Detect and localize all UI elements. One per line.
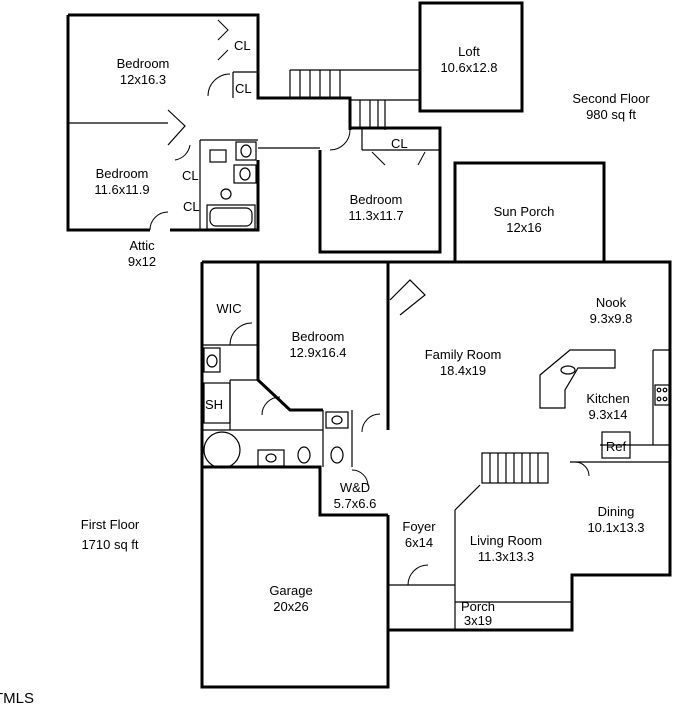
watermark-text: TMLS <box>0 690 34 706</box>
attic-size: 9x12 <box>128 254 156 269</box>
family-room-name: Family Room <box>425 347 502 362</box>
foyer-name: Foyer <box>402 519 436 534</box>
living-room-name: Living Room <box>470 533 542 548</box>
laundry-size: 5.7x6.6 <box>334 496 377 511</box>
first-floor-labels: WIC Bedroom 12.9x16.4 Family Room 18.4x1… <box>81 295 645 628</box>
first-floor-title: First Floor <box>81 517 140 532</box>
ref-label: Ref <box>606 439 627 454</box>
foyer-size: 6x14 <box>405 535 433 550</box>
kitchen-size: 9.3x14 <box>588 407 627 422</box>
sun-porch-name: Sun Porch <box>494 204 555 219</box>
first-floor-stairs <box>481 452 549 484</box>
laundry-name: W&D <box>340 480 370 495</box>
bedroom-b-name: Bedroom <box>96 166 149 181</box>
bedroom-a-size: 12x16.3 <box>120 72 166 87</box>
family-room-size: 18.4x19 <box>440 363 486 378</box>
closet-label: CL <box>235 81 252 96</box>
second-floor-doors <box>149 19 426 231</box>
wic-label: WIC <box>216 301 241 316</box>
kitchen-fixtures <box>539 349 670 459</box>
porch-name: Porch <box>461 599 495 614</box>
closet-label: CL <box>234 38 251 53</box>
porch-size: 3x19 <box>464 613 492 628</box>
second-floor-walls <box>66 1 606 262</box>
bedroom-c-name: Bedroom <box>350 192 403 207</box>
first-floor-bath <box>203 347 349 469</box>
second-floor-labels: Bedroom 12x16.3 Bedroom 11.6x11.9 Bedroo… <box>94 38 650 269</box>
first-floor-area: 1710 sq ft <box>81 537 138 552</box>
closet-label: CL <box>183 199 200 214</box>
living-room-size: 11.3x13.3 <box>478 549 534 564</box>
attic-name: Attic <box>129 238 155 253</box>
nook-name: Nook <box>596 295 627 310</box>
dining-size: 10.1x13.3 <box>587 520 644 535</box>
closet-label: CL <box>391 136 408 151</box>
second-floor-bath <box>206 141 257 230</box>
second-floor-title: Second Floor <box>572 91 650 106</box>
refrigerator-box <box>601 431 631 459</box>
nook-size: 9.3x9.8 <box>590 311 633 326</box>
sun-porch-size: 12x16 <box>506 220 541 235</box>
second-floor-area: 980 sq ft <box>586 107 636 122</box>
bedroom-a-name: Bedroom <box>117 56 170 71</box>
first-floor-walls <box>200 260 672 689</box>
loft-size: 10.6x12.8 <box>440 60 497 75</box>
first-floor-doors <box>229 322 590 586</box>
bedroom-b-size: 11.6x11.9 <box>94 182 149 197</box>
closet-label: CL <box>182 168 199 183</box>
garage-size: 20x26 <box>273 599 308 614</box>
kitchen-name: Kitchen <box>586 391 629 406</box>
garage-name: Garage <box>269 583 312 598</box>
dining-name: Dining <box>598 504 635 519</box>
first-bedroom-name: Bedroom <box>292 329 345 344</box>
first-bedroom-size: 12.9x16.4 <box>289 345 346 360</box>
bedroom-c-size: 11.3x11.7 <box>348 208 403 223</box>
second-floor-stairs <box>299 70 379 128</box>
loft-name: Loft <box>458 44 480 59</box>
shower-label: SH <box>205 397 223 412</box>
